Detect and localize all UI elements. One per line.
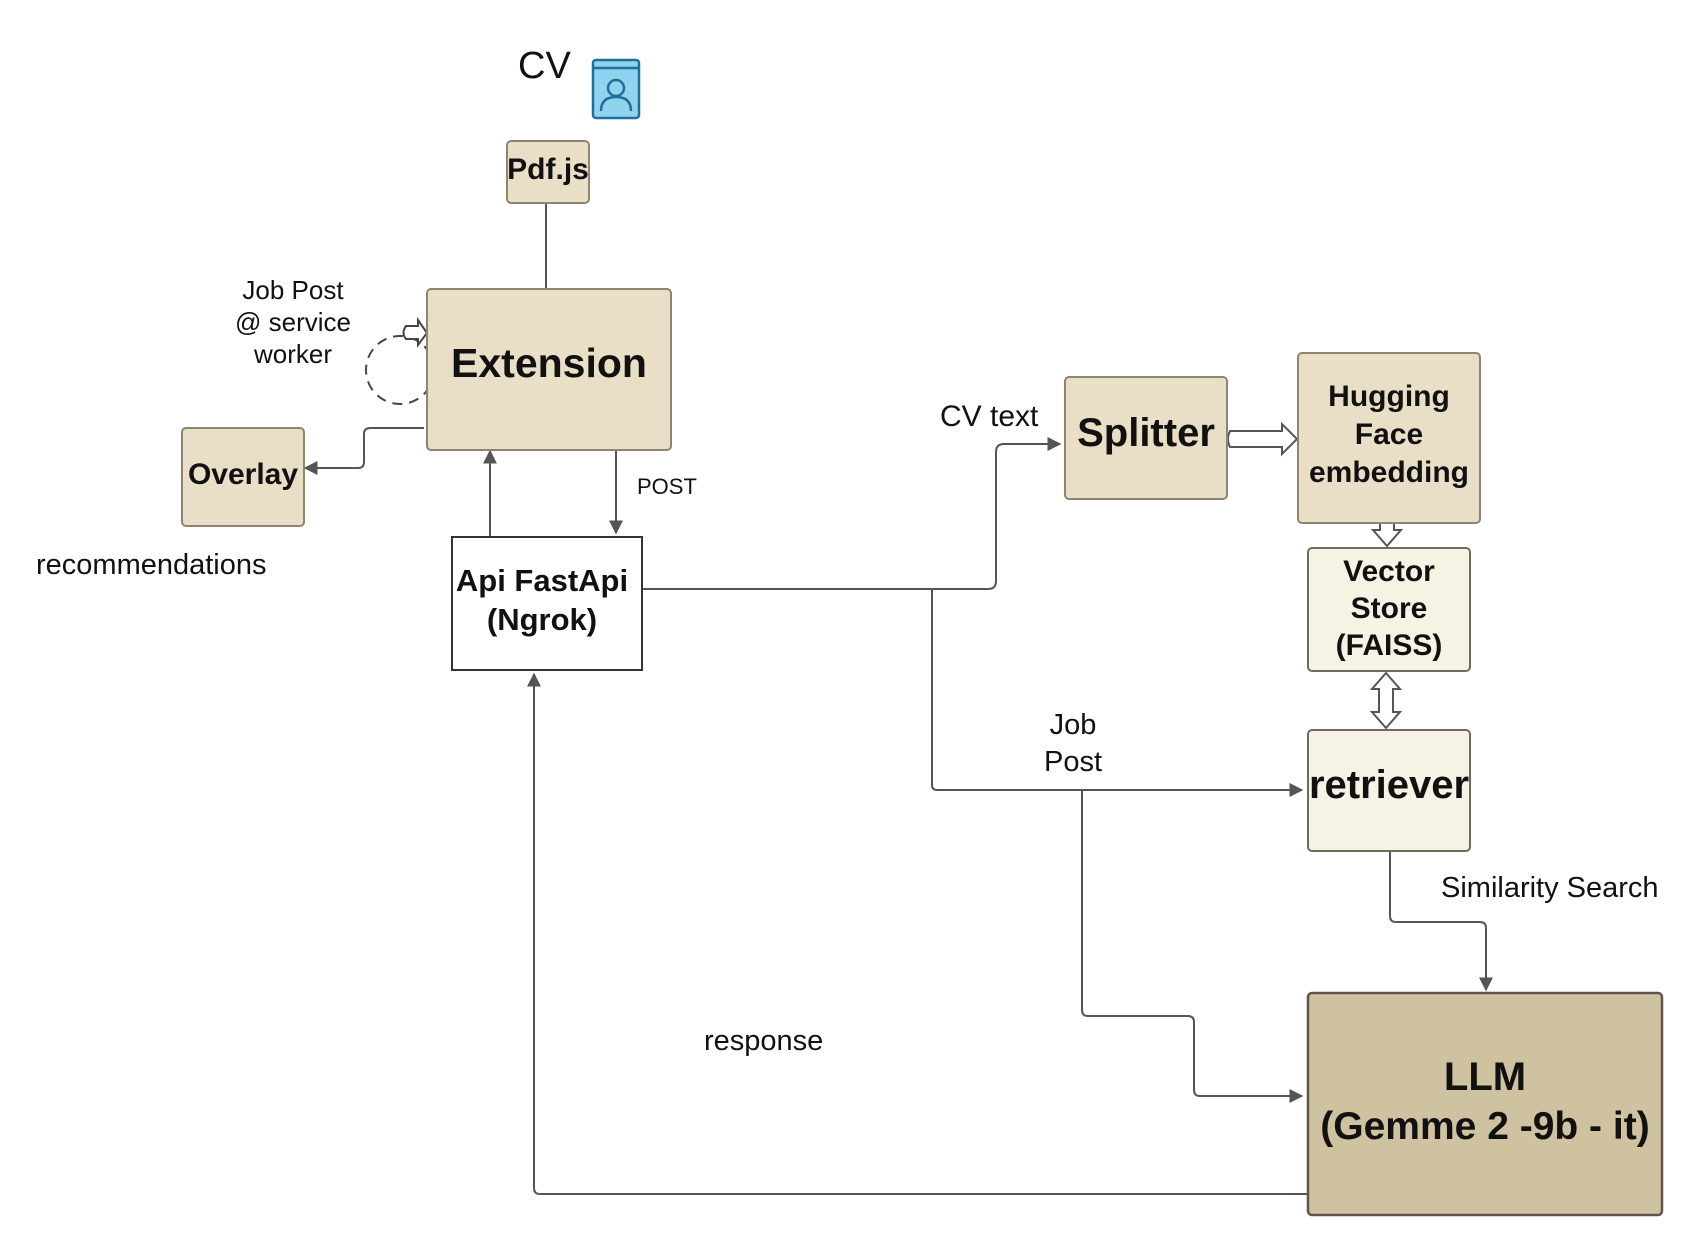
node-vector-line1: Vector bbox=[1343, 555, 1435, 588]
edge-extension-overlay bbox=[303, 427, 424, 475]
edge-api-retriever bbox=[931, 589, 1304, 797]
node-hugging-face: Hugging Face embedding bbox=[1297, 352, 1481, 524]
node-hugging-line1: Hugging bbox=[1328, 380, 1450, 413]
node-splitter-label: Splitter bbox=[1077, 411, 1215, 455]
label-job-post-sw-3: worker bbox=[253, 339, 332, 369]
node-overlay: Overlay bbox=[181, 427, 305, 527]
label-job-post-1: Job bbox=[1050, 709, 1097, 741]
node-vector-line3: (FAISS) bbox=[1336, 629, 1443, 662]
node-pdfjs-label: Pdf.js bbox=[507, 153, 589, 186]
node-hugging-line2: Face bbox=[1355, 418, 1423, 451]
edge-jobpost-llm bbox=[1081, 790, 1304, 1103]
edge-retriever-llm bbox=[1389, 852, 1493, 992]
cv-label: CV bbox=[518, 45, 571, 87]
arrow-vector-retriever bbox=[1369, 671, 1403, 730]
node-retriever-label: retriever bbox=[1309, 763, 1469, 807]
node-vector-store: Vector Store (FAISS) bbox=[1307, 547, 1471, 672]
node-overlay-label: Overlay bbox=[188, 458, 298, 491]
node-llm-line2: (Gemme 2 -9b - it) bbox=[1320, 1105, 1649, 1148]
service-worker-loop bbox=[365, 316, 435, 405]
label-job-post-sw-2: @ service bbox=[235, 307, 351, 337]
node-llm-line1: LLM bbox=[1444, 1055, 1526, 1099]
label-similarity-search: Similarity Search bbox=[1441, 872, 1659, 904]
arrow-splitter-hugging bbox=[1227, 421, 1299, 457]
node-api-line1: Api FastApi bbox=[456, 563, 628, 598]
node-retriever: retriever bbox=[1307, 729, 1471, 852]
label-post: POST bbox=[637, 474, 697, 499]
cv-document-icon bbox=[591, 58, 641, 120]
edge-api-splitter bbox=[642, 437, 1062, 590]
node-api-line2: (Ngrok) bbox=[487, 602, 597, 637]
label-response: response bbox=[704, 1025, 823, 1057]
node-extension: Extension bbox=[426, 288, 672, 451]
node-llm: LLM (Gemme 2 -9b - it) bbox=[1306, 991, 1664, 1217]
node-hugging-line3: embedding bbox=[1309, 456, 1469, 489]
label-job-post-2: Post bbox=[1044, 746, 1102, 778]
node-pdfjs: Pdf.js bbox=[506, 140, 590, 204]
edge-llm-api bbox=[527, 672, 1308, 1195]
node-vector-line2: Store bbox=[1351, 592, 1428, 625]
label-cv-text: CV text bbox=[940, 400, 1039, 433]
node-extension-label: Extension bbox=[451, 340, 647, 386]
label-recommendations: recommendations bbox=[36, 549, 267, 581]
node-splitter: Splitter bbox=[1064, 376, 1228, 500]
node-api: Api FastApi (Ngrok) bbox=[451, 536, 643, 671]
label-job-post-sw-1: Job Post bbox=[242, 275, 344, 305]
